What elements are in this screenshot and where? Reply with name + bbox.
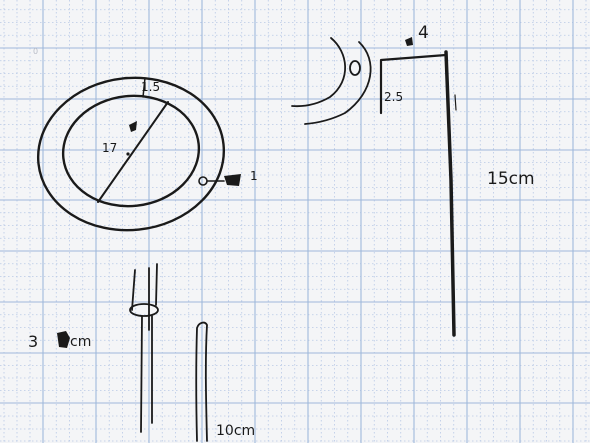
- ink-sketch: 1.5 17 1 4 2.5 15cm 3 cm: [28, 23, 535, 442]
- arc-lower-curve: [304, 41, 372, 125]
- hook-long-arm: [444, 50, 456, 337]
- arc-sketch: [291, 37, 372, 125]
- hook-arm-hatch: [454, 94, 457, 111]
- hook-arrow-mark: [405, 37, 413, 46]
- ring-scribble-mark: [129, 121, 137, 132]
- hook-tip-label: 2.5: [384, 90, 403, 104]
- tube-length-label: 3: [28, 332, 38, 351]
- rod-sketch: 10cm: [195, 321, 255, 442]
- ring-inner-edge: [61, 94, 201, 208]
- ring-diameter-line: [97, 101, 169, 203]
- arc-upper-curve: [291, 37, 346, 108]
- tube-shaft: [140, 315, 153, 433]
- ring-arrow-label: 1: [250, 169, 258, 183]
- tube-opening: [129, 303, 159, 317]
- ring-outer-edge: [36, 76, 226, 232]
- hook-top-bracket: [379, 53, 448, 115]
- hook-width-label: 4: [418, 23, 429, 43]
- ring-thickness-label: 1.5: [141, 80, 160, 94]
- rod-length-label: 10cm: [216, 423, 255, 439]
- ring-center-dot: [126, 152, 130, 156]
- ring-arrow-head: [224, 174, 241, 186]
- tube-scribble-mark: [57, 331, 70, 348]
- ring-diameter-label: 17: [102, 141, 117, 155]
- tube-walls: [131, 263, 158, 331]
- arc-hole: [349, 60, 361, 76]
- hook-length-label: 15cm: [487, 169, 535, 189]
- margin-marks: 0: [33, 47, 38, 56]
- tube-unit-label: cm: [70, 334, 91, 350]
- margin-mark-0: 0: [33, 47, 38, 56]
- hook-sketch: 4 2.5 15cm: [379, 23, 535, 337]
- rod-outline: [195, 321, 208, 442]
- ring-sketch: 1.5 17 1: [36, 76, 258, 232]
- ring-thickness-tick: [142, 77, 146, 98]
- tube-sketch: 3 cm: [28, 263, 159, 433]
